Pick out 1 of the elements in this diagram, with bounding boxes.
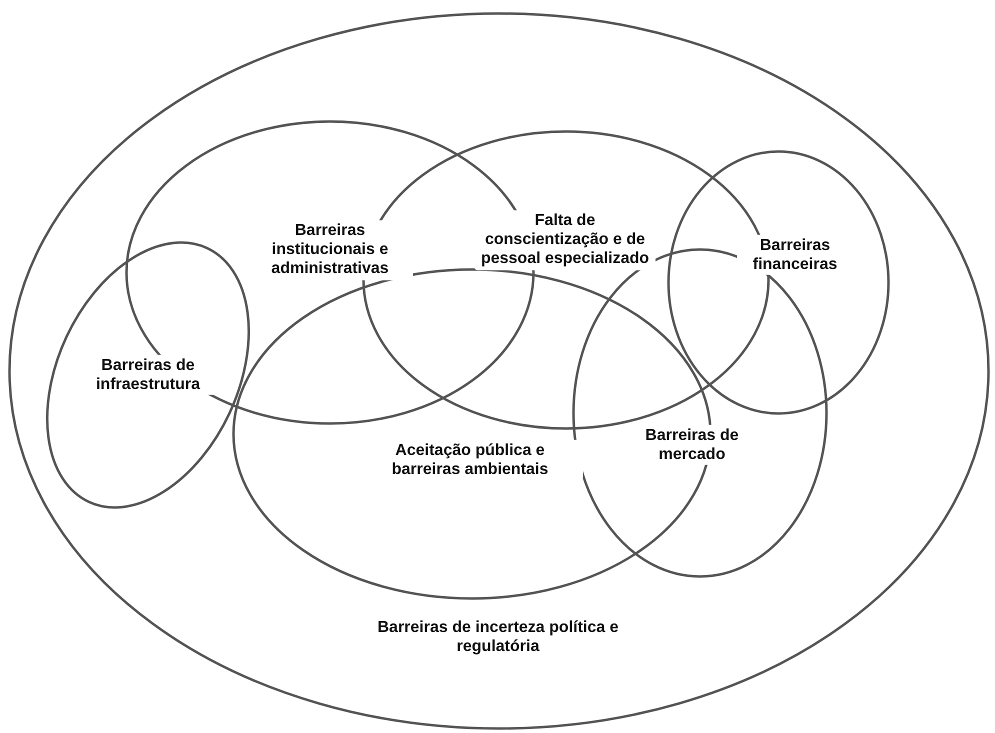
ellipse-label: Falta de conscientização e de pessoal especializado: [474, 210, 656, 270]
